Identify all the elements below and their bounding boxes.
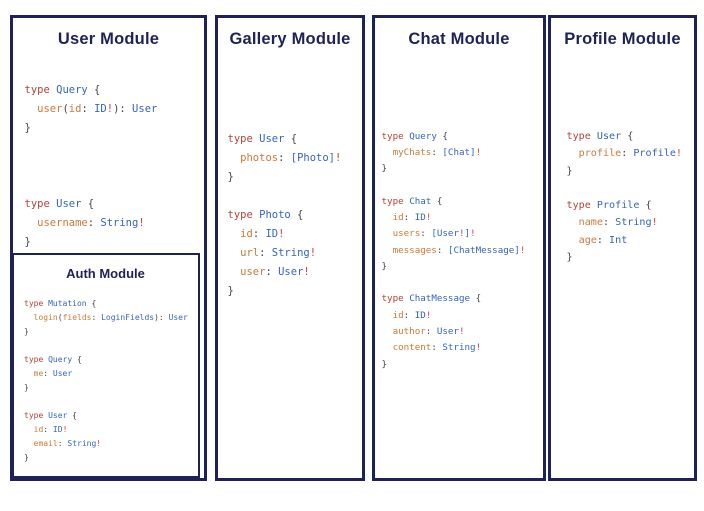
panel-title-profile-module: Profile Module — [564, 30, 681, 48]
panel-user-module: User Module type Query { user(id: ID!): … — [10, 15, 207, 481]
panel-title-user-module: User Module — [57, 30, 160, 48]
panel-title-auth-module: Auth Module — [66, 265, 145, 281]
panel-gallery-module: Gallery Module type User { photos: [Phot… — [215, 15, 365, 481]
panel-auth-module: Auth Module type Mutation { login(fields… — [11, 252, 200, 478]
code-block-gallery-module: type User { photos: [Photo]!} type Photo… — [227, 133, 342, 297]
panel-title-gallery-module: Gallery Module — [229, 30, 351, 48]
code-block-auth-module: type Mutation { login(fields: LoginField… — [24, 299, 188, 462]
panel-title-chat-module: Chat Module — [408, 30, 510, 48]
code-block-chat-module: type Query { myChats: [Chat]!} type Chat… — [381, 130, 526, 370]
panel-profile-module: Profile Module type User { profile: Prof… — [548, 15, 697, 481]
panel-chat-module: Chat Module type Query { myChats: [Chat]… — [372, 15, 546, 481]
code-block-profile-module: type User { profile: Profile!} type Prof… — [566, 131, 682, 264]
code-block-user-module: type Query { user(id: ID!): User} type U… — [24, 84, 158, 248]
